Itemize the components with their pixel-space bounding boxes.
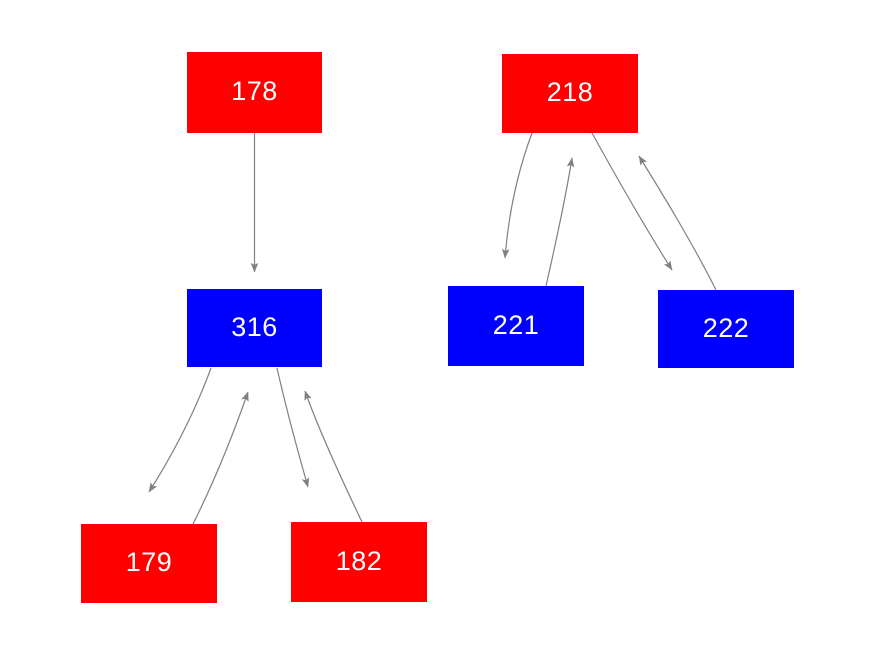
node-label: 182 (335, 545, 383, 576)
graph-node-182[interactable]: 182 (291, 522, 427, 602)
edge-218-to-221 (501, 132, 533, 259)
graph-node-218[interactable]: 218 (502, 54, 638, 133)
edge-182-to-316 (304, 390, 363, 523)
edge-221-to-218 (545, 157, 575, 287)
graph-node-178[interactable]: 178 (187, 52, 322, 133)
node-label: 222 (702, 312, 750, 343)
edge-218-to-222 (591, 132, 673, 271)
node-label: 316 (231, 311, 278, 342)
edge-222-to-218 (638, 155, 717, 291)
node-label: 178 (231, 76, 278, 106)
edge-316-to-179 (148, 367, 212, 493)
node-label: 218 (546, 77, 594, 107)
graph-node-179[interactable]: 179 (81, 524, 217, 603)
edge-316-to-182 (276, 367, 310, 488)
graph-node-221[interactable]: 221 (448, 286, 584, 366)
graph-node-222[interactable]: 222 (658, 290, 794, 368)
edge-179-to-316 (192, 391, 249, 525)
node-label: 221 (492, 309, 540, 340)
graph-node-316[interactable]: 316 (187, 289, 322, 367)
node-label: 179 (125, 547, 173, 577)
